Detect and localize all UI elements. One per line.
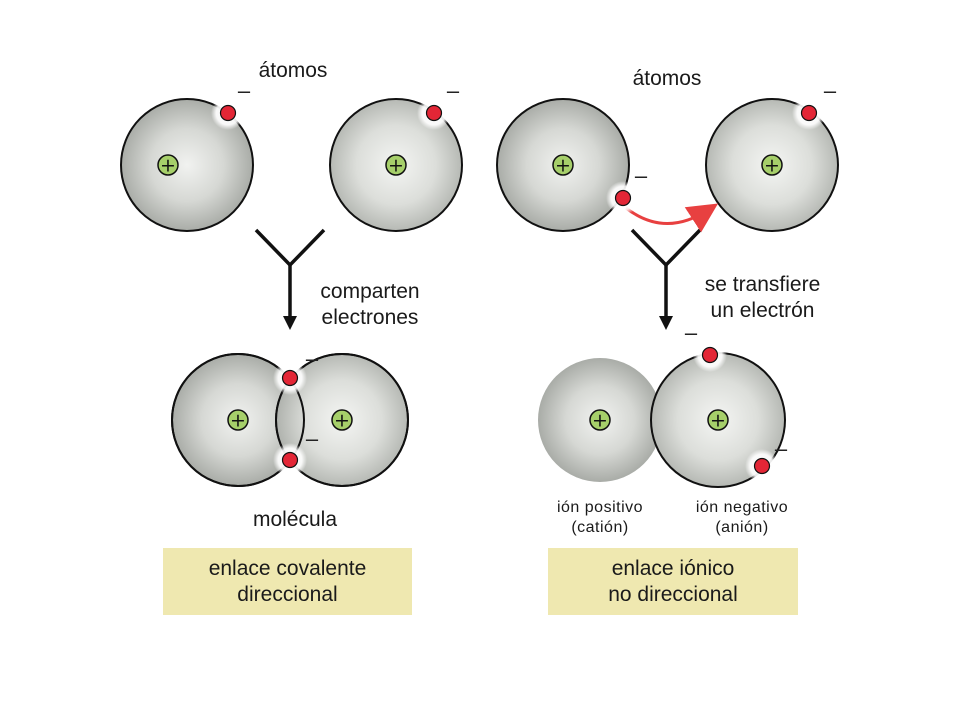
charges: – – – – – – – – bbox=[238, 78, 837, 461]
negative-charge-sign: – bbox=[775, 436, 788, 461]
nucleus-icon: + bbox=[331, 409, 353, 432]
merge-arrowhead-left bbox=[283, 316, 297, 330]
left-atoms-label: átomos bbox=[258, 59, 328, 82]
electron-icon bbox=[792, 96, 826, 130]
nucleus-sign: + bbox=[388, 155, 404, 177]
electron-icon bbox=[273, 443, 307, 477]
nucleus-sign: + bbox=[555, 155, 571, 177]
share-electrons-label: comparten electrones bbox=[300, 279, 440, 332]
right-atoms-label: átomos bbox=[632, 67, 702, 90]
electron-icon bbox=[417, 96, 451, 130]
negative-charge-sign: – bbox=[635, 163, 648, 188]
negative-charge-sign: – bbox=[306, 426, 319, 451]
ionic-bond-box: enlace iónico no direccional bbox=[548, 548, 798, 615]
electron-icon bbox=[211, 96, 245, 130]
share-label-line2: electrones bbox=[321, 306, 419, 330]
transfer-arrow-icon bbox=[625, 203, 719, 233]
covalent-box-line2: direccional bbox=[237, 582, 338, 606]
ionic-box-line2: no direccional bbox=[608, 582, 738, 606]
nucleus-sign: + bbox=[230, 410, 246, 432]
transfer-electron-label: se transfiere un electrón bbox=[685, 272, 840, 325]
covalent-box-line1: enlace covalente bbox=[208, 556, 367, 580]
negative-charge-sign: – bbox=[447, 78, 460, 103]
nucleus-icon: + bbox=[552, 154, 574, 177]
ion-positive-line2: (catión) bbox=[571, 519, 629, 536]
negative-charge-sign: – bbox=[685, 320, 698, 345]
ion-positive-line1: ión positivo bbox=[556, 499, 644, 516]
merge-arrow-icon bbox=[630, 228, 702, 318]
transfer-label-line1: se transfiere bbox=[704, 273, 821, 296]
merge-arrowhead-right bbox=[659, 316, 673, 330]
ion-negative-label: ión negativo (anión) bbox=[672, 498, 812, 538]
nucleus-sign: + bbox=[592, 410, 608, 432]
negative-charge-sign: – bbox=[238, 78, 251, 103]
covalent-bond-box: enlace covalente direccional bbox=[163, 548, 412, 615]
electron-icon bbox=[693, 338, 727, 372]
ion-positive-label: ión positivo (catión) bbox=[530, 498, 670, 538]
negative-charge-sign: – bbox=[824, 78, 837, 103]
ion-negative-line2: (anión) bbox=[715, 519, 769, 536]
transfer-label-line2: un electrón bbox=[710, 299, 815, 323]
nuclei: + + + + + + + + bbox=[157, 154, 783, 432]
electron-icon bbox=[745, 449, 779, 483]
nucleus-icon: + bbox=[227, 409, 249, 432]
merge-arrow-icon bbox=[254, 228, 326, 318]
nucleus-sign: + bbox=[160, 155, 176, 177]
atom-left-1 bbox=[120, 98, 254, 232]
nucleus-icon: + bbox=[707, 409, 729, 432]
share-label-line1: comparten bbox=[320, 280, 420, 303]
electron-icon bbox=[606, 181, 640, 215]
nucleus-icon: + bbox=[761, 154, 783, 177]
ionic-box-line1: enlace iónico bbox=[611, 556, 735, 580]
negative-charge-sign: – bbox=[306, 346, 319, 371]
molecule-label: molécula bbox=[252, 508, 338, 531]
nucleus-icon: + bbox=[385, 154, 407, 177]
electrons bbox=[211, 96, 826, 483]
nucleus-icon: + bbox=[157, 154, 179, 177]
nucleus-sign: + bbox=[710, 410, 726, 432]
nucleus-sign: + bbox=[334, 410, 350, 432]
nucleus-sign: + bbox=[764, 155, 780, 177]
ion-negative-line1: ión negativo bbox=[695, 499, 789, 516]
electron-icon bbox=[273, 361, 307, 395]
nucleus-icon: + bbox=[589, 409, 611, 432]
